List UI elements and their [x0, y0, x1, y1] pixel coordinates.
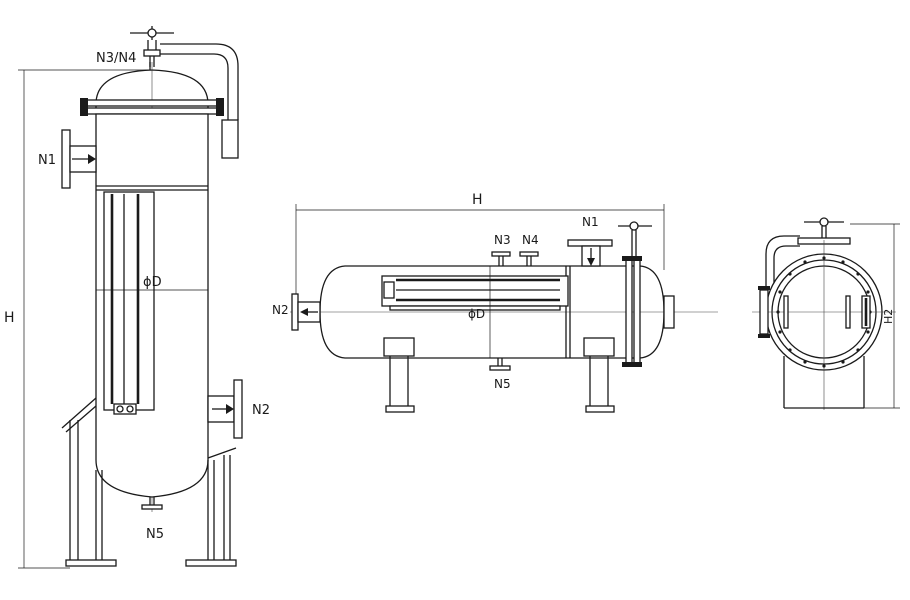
horizontal-n1-nozzle: N1: [567, 215, 613, 267]
flow-arrow-icon: [587, 258, 595, 266]
vertical-support-legs: [61, 397, 237, 567]
vertical-height-label: H: [4, 310, 15, 326]
vertical-n1-nozzle: N1: [38, 129, 97, 189]
horizontal-saddles: [383, 337, 615, 413]
vertical-diameter-label: ϕD: [143, 275, 162, 290]
vertical-filter-element: [103, 191, 155, 415]
vertical-n2-label: N2: [252, 403, 270, 418]
flow-arrow-icon: [300, 308, 308, 316]
horizontal-length-dimension: H: [295, 192, 665, 300]
end-support: [783, 356, 865, 409]
horizontal-diameter-label: ϕD: [468, 307, 485, 321]
handwheel-icon: [618, 221, 652, 260]
horizontal-n2-nozzle: N2: [272, 293, 321, 331]
vertical-n3n4-label: N3/N4: [96, 51, 136, 66]
handwheel-icon: [130, 26, 174, 67]
horizontal-n5-label: N5: [494, 377, 511, 391]
vertical-n1-label: N1: [38, 153, 56, 168]
flow-arrow-icon: [88, 154, 96, 164]
davit-arm: [160, 43, 239, 159]
horizontal-length-label: H: [472, 192, 483, 208]
horizontal-n3-nozzle: N3: [491, 233, 511, 266]
end-h2-label: H2: [882, 309, 895, 324]
vertical-n5-nozzle: N5: [141, 497, 164, 542]
horizontal-n5-nozzle: N5: [489, 358, 511, 391]
horizontal-view: H ϕD: [272, 192, 718, 413]
vertical-n5-label: N5: [146, 527, 164, 542]
horizontal-n4-label: N4: [522, 233, 539, 247]
horizontal-n3-label: N3: [494, 233, 511, 247]
horizontal-filter-element: [381, 275, 569, 311]
flow-arrow-icon: [226, 404, 234, 414]
end-davit-arm: [765, 235, 800, 320]
vertical-height-dimension: H: [4, 69, 150, 569]
end-view: H2: [752, 217, 900, 410]
horizontal-n2-label: N2: [272, 303, 289, 317]
vertical-view: H: [4, 26, 270, 569]
vertical-n2-nozzle: N2: [207, 379, 270, 439]
horizontal-n1-label: N1: [582, 215, 599, 229]
horizontal-n4-nozzle: N4: [519, 233, 539, 266]
